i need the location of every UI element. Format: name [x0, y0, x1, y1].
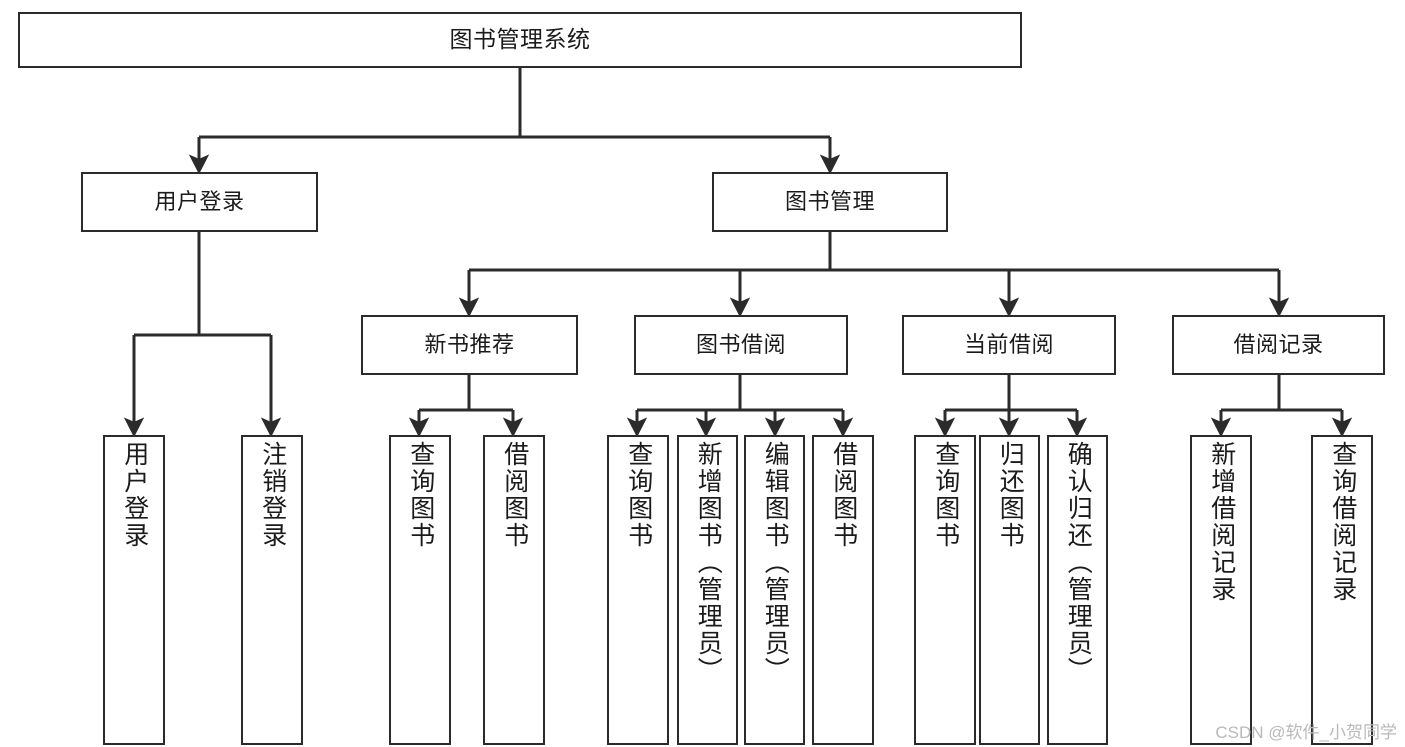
- node-label: 新增借阅记录: [1207, 441, 1236, 603]
- node-label: 编辑图书（管理员）: [761, 441, 790, 684]
- node-label: 查询图书: [406, 441, 435, 549]
- node-label: 图书管理: [784, 189, 875, 215]
- node-label: 用户登录: [154, 189, 245, 215]
- leaf-node-return-book[interactable]: 归还图书: [979, 435, 1040, 745]
- node-label: 查询图书: [624, 441, 653, 549]
- node-current-borrow[interactable]: 当前借阅: [902, 315, 1116, 375]
- node-label: 图书管理系统: [449, 26, 591, 53]
- node-label: 确认归还（管理员）: [1064, 441, 1093, 684]
- node-label: 新增图书（管理员）: [694, 441, 723, 684]
- node-label: 注销登录: [258, 441, 287, 549]
- node-label: 查询借阅记录: [1328, 441, 1357, 603]
- node-user-login[interactable]: 用户登录: [81, 172, 318, 232]
- node-borrow-record[interactable]: 借阅记录: [1172, 315, 1385, 375]
- node-label: 借阅记录: [1233, 332, 1324, 358]
- node-label: 新书推荐: [424, 332, 515, 358]
- node-root-book-management-system[interactable]: 图书管理系统: [18, 12, 1022, 68]
- node-label: 用户登录: [120, 441, 149, 549]
- leaf-node-borrow-book-new[interactable]: 借阅图书: [483, 435, 545, 745]
- node-label: 借阅图书: [500, 441, 529, 549]
- node-label: 查询图书: [931, 441, 960, 549]
- node-book-management[interactable]: 图书管理: [712, 172, 948, 232]
- leaf-node-query-book-current[interactable]: 查询图书: [914, 435, 976, 745]
- node-new-book-recommend[interactable]: 新书推荐: [361, 315, 578, 375]
- node-label: 图书借阅: [695, 332, 786, 358]
- leaf-node-confirm-return-admin[interactable]: 确认归还（管理员）: [1047, 435, 1108, 745]
- node-label: 归还图书: [996, 441, 1025, 549]
- node-label: 借阅图书: [829, 441, 858, 549]
- leaf-node-logout[interactable]: 注销登录: [241, 435, 303, 745]
- leaf-node-borrow-book[interactable]: 借阅图书: [812, 435, 874, 745]
- leaf-node-add-book-admin[interactable]: 新增图书（管理员）: [677, 435, 738, 745]
- leaf-node-query-borrow-record[interactable]: 查询借阅记录: [1311, 435, 1373, 745]
- leaf-node-user-login[interactable]: 用户登录: [103, 435, 165, 745]
- leaf-node-edit-book-admin[interactable]: 编辑图书（管理员）: [744, 435, 805, 745]
- node-label: 当前借阅: [963, 332, 1054, 358]
- leaf-node-query-book-new[interactable]: 查询图书: [389, 435, 451, 745]
- node-book-borrow[interactable]: 图书借阅: [634, 315, 848, 375]
- leaf-node-query-book-borrow[interactable]: 查询图书: [607, 435, 669, 745]
- leaf-node-add-borrow-record[interactable]: 新增借阅记录: [1190, 435, 1252, 745]
